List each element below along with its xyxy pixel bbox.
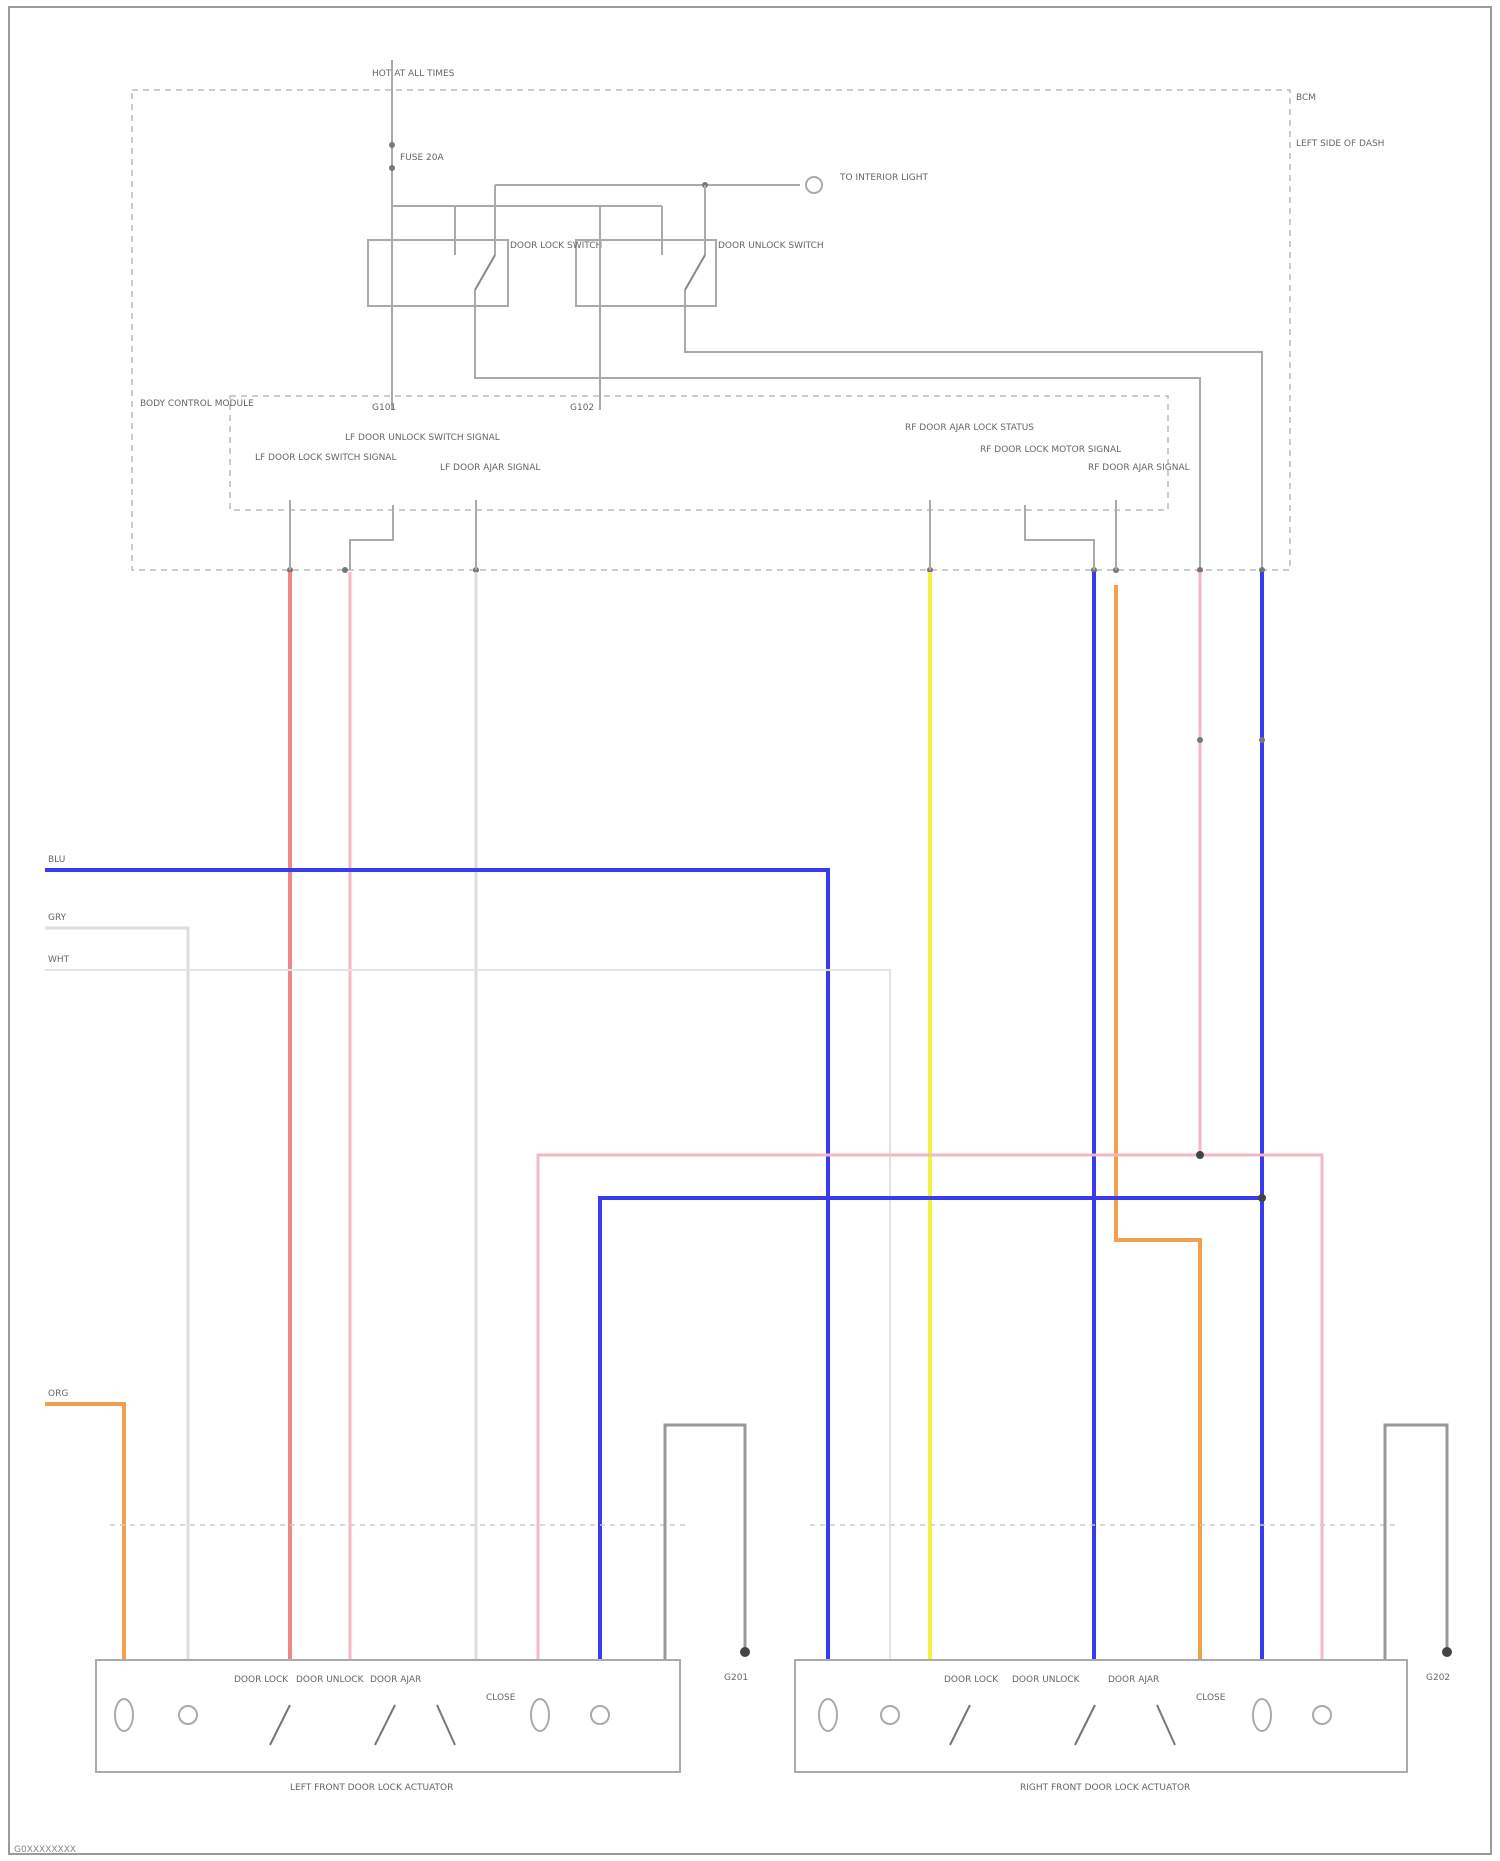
- connector-row: [287, 567, 1265, 573]
- power-label: HOT AT ALL TIMES: [372, 69, 455, 79]
- left-actuator-label: CLOSE: [486, 1693, 516, 1703]
- left-label-org: ORG: [48, 1389, 68, 1399]
- ground-right-bottom: G202: [1426, 1673, 1450, 1683]
- inner-module-title: BODY CONTROL MODULE: [140, 399, 254, 409]
- module-block-label: LF DOOR AJAR SIGNAL: [440, 463, 540, 473]
- switch2-label: DOOR UNLOCK SWITCH: [718, 241, 824, 251]
- left-actuator-title: LEFT FRONT DOOR LOCK ACTUATOR: [290, 1783, 453, 1793]
- left-actuator-label: DOOR AJAR: [370, 1675, 421, 1685]
- wire-gray-horizontal: [45, 928, 188, 1660]
- right-actuator-label: CLOSE: [1196, 1693, 1226, 1703]
- left-label-gry: GRY: [48, 913, 67, 923]
- wire-orange-left: [45, 1404, 124, 1660]
- switch1-label: DOOR LOCK SWITCH: [510, 241, 602, 251]
- left-actuator-label: DOOR LOCK: [234, 1675, 289, 1685]
- ground-left-bottom: G201: [724, 1673, 748, 1683]
- left-label-wht: WHT: [48, 955, 70, 965]
- left-label-blu: BLU: [48, 855, 65, 865]
- right-actuator-title: RIGHT FRONT DOOR LOCK ACTUATOR: [1020, 1783, 1190, 1793]
- right-actuator-label: DOOR AJAR: [1108, 1675, 1159, 1685]
- wire-blue-horizontal: [45, 870, 828, 1660]
- module-block-label: RF DOOR AJAR SIGNAL: [1088, 463, 1190, 473]
- bcm-sub-label: LEFT SIDE OF DASH: [1296, 139, 1384, 149]
- right-actuator-box: [795, 1660, 1407, 1772]
- module-block-label: LF DOOR UNLOCK SWITCH SIGNAL: [345, 433, 500, 443]
- right-actuator-label: DOOR LOCK: [944, 1675, 999, 1685]
- left-actuator-label: DOOR UNLOCK: [296, 1675, 365, 1685]
- wire-orange-right: [1116, 585, 1200, 1660]
- bcm-label: BCM: [1296, 93, 1316, 103]
- module-block-label: RF DOOR AJAR LOCK STATUS: [905, 423, 1034, 433]
- ground-left-label: G101: [372, 403, 396, 413]
- indicator-label: TO INTERIOR LIGHT: [839, 173, 929, 183]
- fuse-label: FUSE 20A: [400, 153, 444, 163]
- door-lock-switch: [368, 240, 508, 306]
- footer-code: G0XXXXXXXX: [14, 1845, 76, 1855]
- ground-mid-label: G102: [570, 403, 594, 413]
- bcm-outer-box: [132, 90, 1290, 570]
- module-block-label: LF DOOR LOCK SWITCH SIGNAL: [255, 453, 396, 463]
- right-actuator-label: DOOR UNLOCK: [1012, 1675, 1081, 1685]
- module-block-label: RF DOOR LOCK MOTOR SIGNAL: [980, 445, 1121, 455]
- wire-white-horizontal: [45, 970, 890, 1660]
